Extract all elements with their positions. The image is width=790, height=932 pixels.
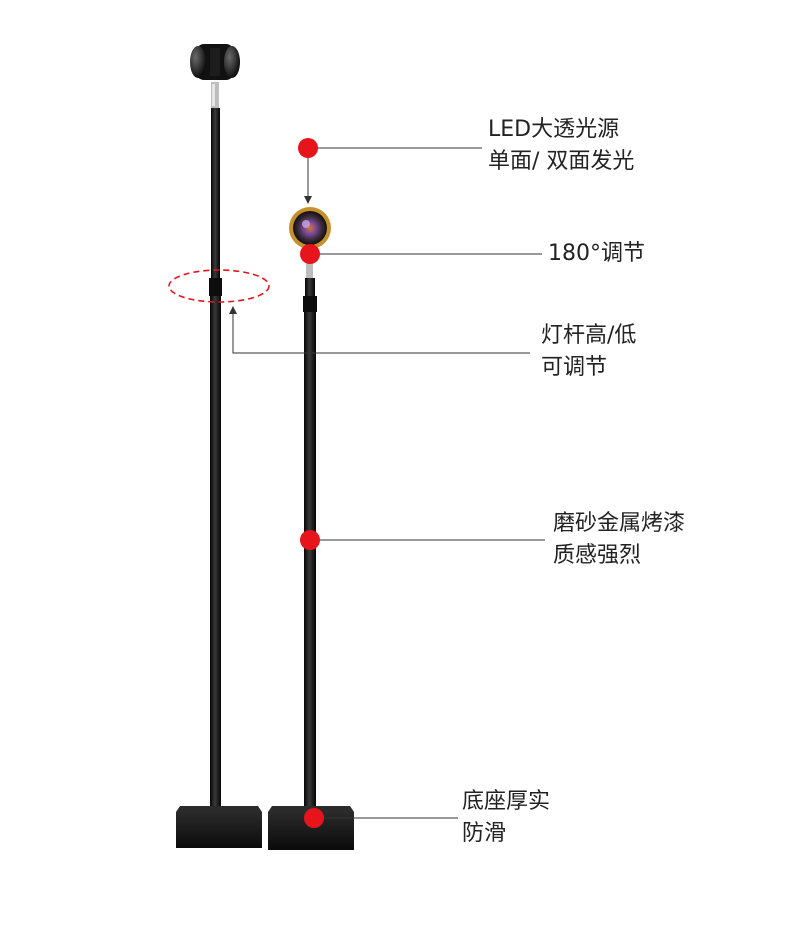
right-lamp-joint	[306, 256, 313, 278]
left-lamp-lower-pole	[210, 296, 221, 808]
left-lamp-base	[176, 806, 262, 848]
red-dot-marker-led	[298, 138, 318, 158]
red-dot-marker-finish	[300, 530, 320, 550]
left-lamp	[168, 44, 270, 848]
leader-line-height	[232, 314, 530, 354]
annotation-finish-line2: 质感强烈	[553, 543, 642, 568]
right-lamp-upper-pole	[305, 278, 315, 298]
dashed-ellipse-highlight	[168, 269, 270, 303]
arrow-pointer-icon	[229, 306, 237, 314]
annotation-height-line1: 灯杆高/低	[541, 323, 637, 348]
red-dot-marker-base	[304, 808, 324, 828]
red-dot-marker-rotate	[300, 244, 320, 264]
left-lamp-head	[190, 44, 240, 80]
left-lamp-upper-pole	[211, 108, 220, 280]
annotation-finish: 磨砂金属烤漆 质感强烈	[553, 508, 685, 572]
annotation-led-line1: LED大透光源	[488, 117, 620, 142]
annotation-base-line2: 防滑	[462, 821, 507, 846]
annotation-base-line1: 底座厚实	[462, 789, 551, 814]
right-lamp	[268, 207, 354, 850]
annotation-rotate-line1: 180°调节	[548, 241, 645, 266]
annotation-led: LED大透光源 单面/ 双面发光	[488, 114, 634, 178]
annotation-base: 底座厚实 防滑	[462, 786, 550, 850]
arrow-pointer-icon	[304, 196, 312, 204]
annotation-rotate: 180°调节	[548, 238, 645, 270]
annotation-led-line2: 单面/ 双面发光	[488, 149, 635, 174]
annotation-height-line2: 可调节	[541, 355, 608, 380]
right-lamp-lower-pole	[304, 312, 316, 808]
right-lamp-head	[289, 207, 331, 249]
annotation-finish-line1: 磨砂金属烤漆	[553, 511, 686, 536]
leader-lines	[232, 147, 545, 819]
annotation-height: 灯杆高/低 可调节	[541, 320, 636, 384]
red-dot-markers	[298, 138, 324, 828]
